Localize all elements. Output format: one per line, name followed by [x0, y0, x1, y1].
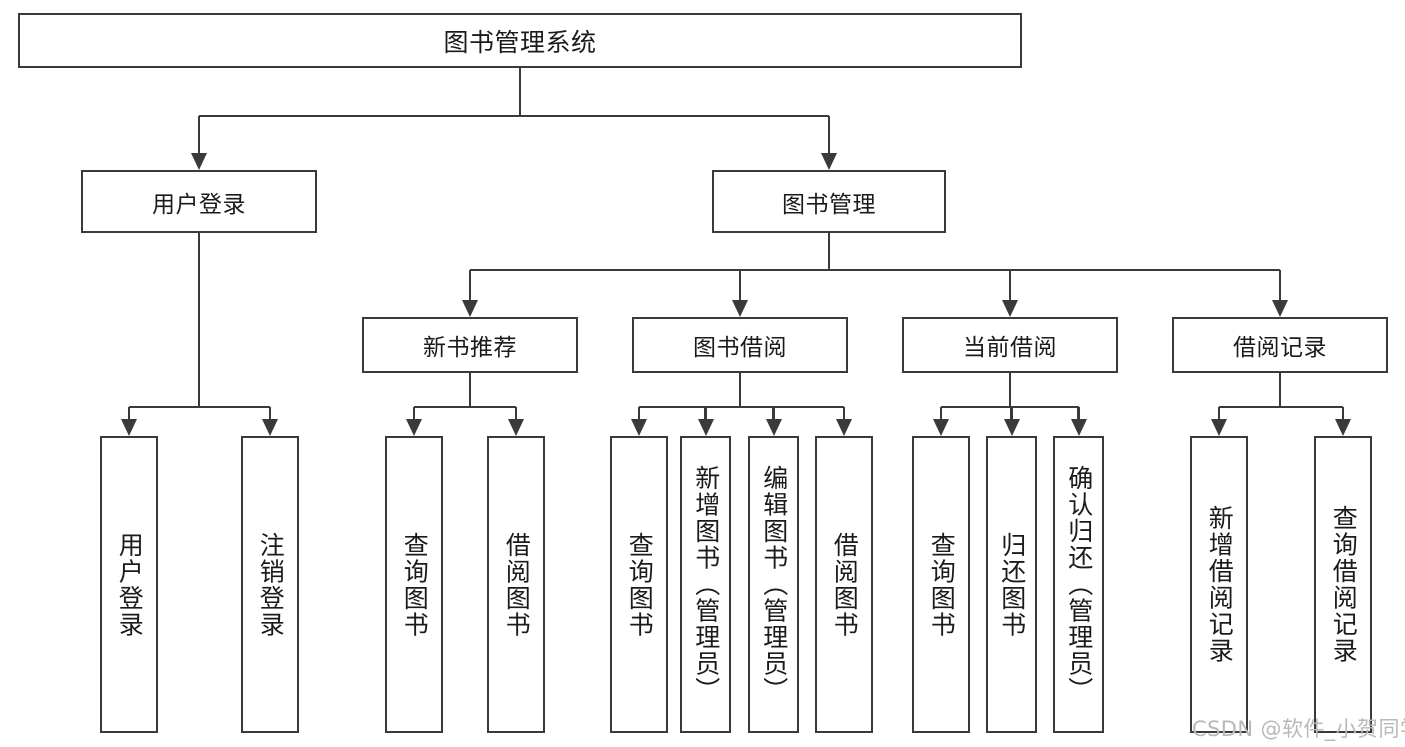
leaf-label: 用户登录	[115, 531, 145, 638]
connector-line	[738, 373, 742, 407]
arrow-head-icon	[765, 419, 782, 436]
leaf-query-book-borrow[interactable]: 查询图书	[610, 436, 668, 733]
connector-line	[1008, 373, 1012, 407]
connector-line	[772, 407, 775, 419]
arrow-head-icon	[1003, 419, 1020, 436]
arrow-head-icon	[631, 419, 647, 436]
arrow-head-icon	[1335, 419, 1351, 436]
connector-line	[1341, 407, 1345, 419]
connector-line	[414, 405, 516, 409]
arrow-head-icon	[1070, 419, 1087, 436]
leaf-label: 注销登录	[256, 531, 286, 638]
leaf-label: 确认归还（管理员）	[1064, 465, 1094, 704]
connector-line	[470, 268, 1280, 272]
node-current-borrow-label: 当前借阅	[963, 335, 1057, 361]
node-user-login[interactable]: 用户登录	[81, 170, 317, 233]
arrow-head-icon	[933, 419, 949, 436]
leaf-label: 查询借阅记录	[1329, 505, 1359, 664]
connector-line	[827, 116, 831, 153]
leaf-borrow-book-recommend[interactable]: 借阅图书	[487, 436, 545, 733]
connector-line	[1077, 407, 1080, 419]
connector-line	[127, 407, 131, 419]
leaf-label: 查询图书	[400, 531, 430, 638]
connector-line	[518, 68, 522, 116]
leaf-borrow-book[interactable]: 借阅图书	[815, 436, 873, 733]
leaf-label: 新增借阅记录	[1205, 505, 1235, 664]
node-current-borrow[interactable]: 当前借阅	[902, 317, 1118, 373]
connector-line	[704, 407, 707, 419]
node-user-login-label: 用户登录	[152, 191, 246, 218]
arrow-head-icon	[462, 300, 478, 317]
leaf-user-login[interactable]: 用户登录	[100, 436, 158, 733]
arrow-head-icon	[1211, 419, 1227, 436]
node-borrow-record[interactable]: 借阅记录	[1172, 317, 1388, 373]
arrow-head-icon	[191, 153, 207, 170]
connector-line	[468, 373, 472, 407]
connector-line	[199, 114, 829, 118]
leaf-label: 归还图书	[997, 531, 1027, 638]
connector-line	[514, 407, 518, 419]
connector-line	[197, 233, 201, 407]
connector-line	[1217, 407, 1221, 419]
leaf-label: 借阅图书	[830, 531, 860, 638]
arrow-head-icon	[821, 153, 837, 170]
connector-line	[468, 270, 472, 300]
leaf-confirm-return-admin[interactable]: 确认归还（管理员）	[1053, 436, 1104, 733]
connector-line	[637, 407, 641, 419]
node-book-management[interactable]: 图书管理	[712, 170, 946, 233]
node-book-borrow-label: 图书借阅	[693, 335, 787, 361]
arrow-head-icon	[1002, 300, 1018, 317]
connector-line	[1278, 270, 1282, 300]
leaf-return-book[interactable]: 归还图书	[986, 436, 1037, 733]
leaf-label: 编辑图书（管理员）	[759, 465, 789, 704]
connector-line	[129, 405, 270, 409]
arrow-head-icon	[836, 419, 852, 436]
leaf-edit-book-admin[interactable]: 编辑图书（管理员）	[748, 436, 799, 733]
connector-line	[1219, 405, 1343, 409]
connector-line	[842, 407, 846, 419]
connector-line	[1278, 373, 1282, 407]
arrow-head-icon	[406, 419, 422, 436]
node-new-book-recommend[interactable]: 新书推荐	[362, 317, 578, 373]
connector-line	[941, 405, 1079, 409]
arrow-head-icon	[697, 419, 714, 436]
connector-line	[412, 407, 416, 419]
leaf-query-borrow-record[interactable]: 查询借阅记录	[1314, 436, 1372, 733]
leaf-label: 新增图书（管理员）	[691, 465, 721, 704]
leaf-label: 借阅图书	[502, 531, 532, 638]
leaf-add-book-admin[interactable]: 新增图书（管理员）	[680, 436, 731, 733]
connector-line	[268, 407, 272, 419]
connector-line	[738, 270, 742, 300]
leaf-logout[interactable]: 注销登录	[241, 436, 299, 733]
node-root[interactable]: 图书管理系统	[18, 13, 1022, 68]
arrow-head-icon	[1272, 300, 1288, 317]
connector-line	[1010, 407, 1013, 419]
connector-line	[827, 233, 831, 270]
leaf-label: 查询图书	[927, 531, 957, 638]
leaf-label: 查询图书	[625, 531, 655, 638]
arrow-head-icon	[732, 300, 748, 317]
leaf-query-book-recommend[interactable]: 查询图书	[385, 436, 443, 733]
connector-line	[939, 407, 943, 419]
connector-line	[639, 405, 844, 409]
node-book-management-label: 图书管理	[782, 191, 876, 218]
node-root-label: 图书管理系统	[443, 27, 597, 57]
connector-line	[197, 116, 201, 153]
arrow-head-icon	[508, 419, 524, 436]
leaf-query-book-current[interactable]: 查询图书	[912, 436, 970, 733]
connector-line	[1008, 270, 1012, 300]
leaf-add-borrow-record[interactable]: 新增借阅记录	[1190, 436, 1248, 733]
arrow-head-icon	[262, 419, 278, 436]
node-new-book-recommend-label: 新书推荐	[423, 335, 517, 361]
node-borrow-record-label: 借阅记录	[1233, 335, 1327, 361]
arrow-head-icon	[121, 419, 137, 436]
node-book-borrow[interactable]: 图书借阅	[632, 317, 848, 373]
